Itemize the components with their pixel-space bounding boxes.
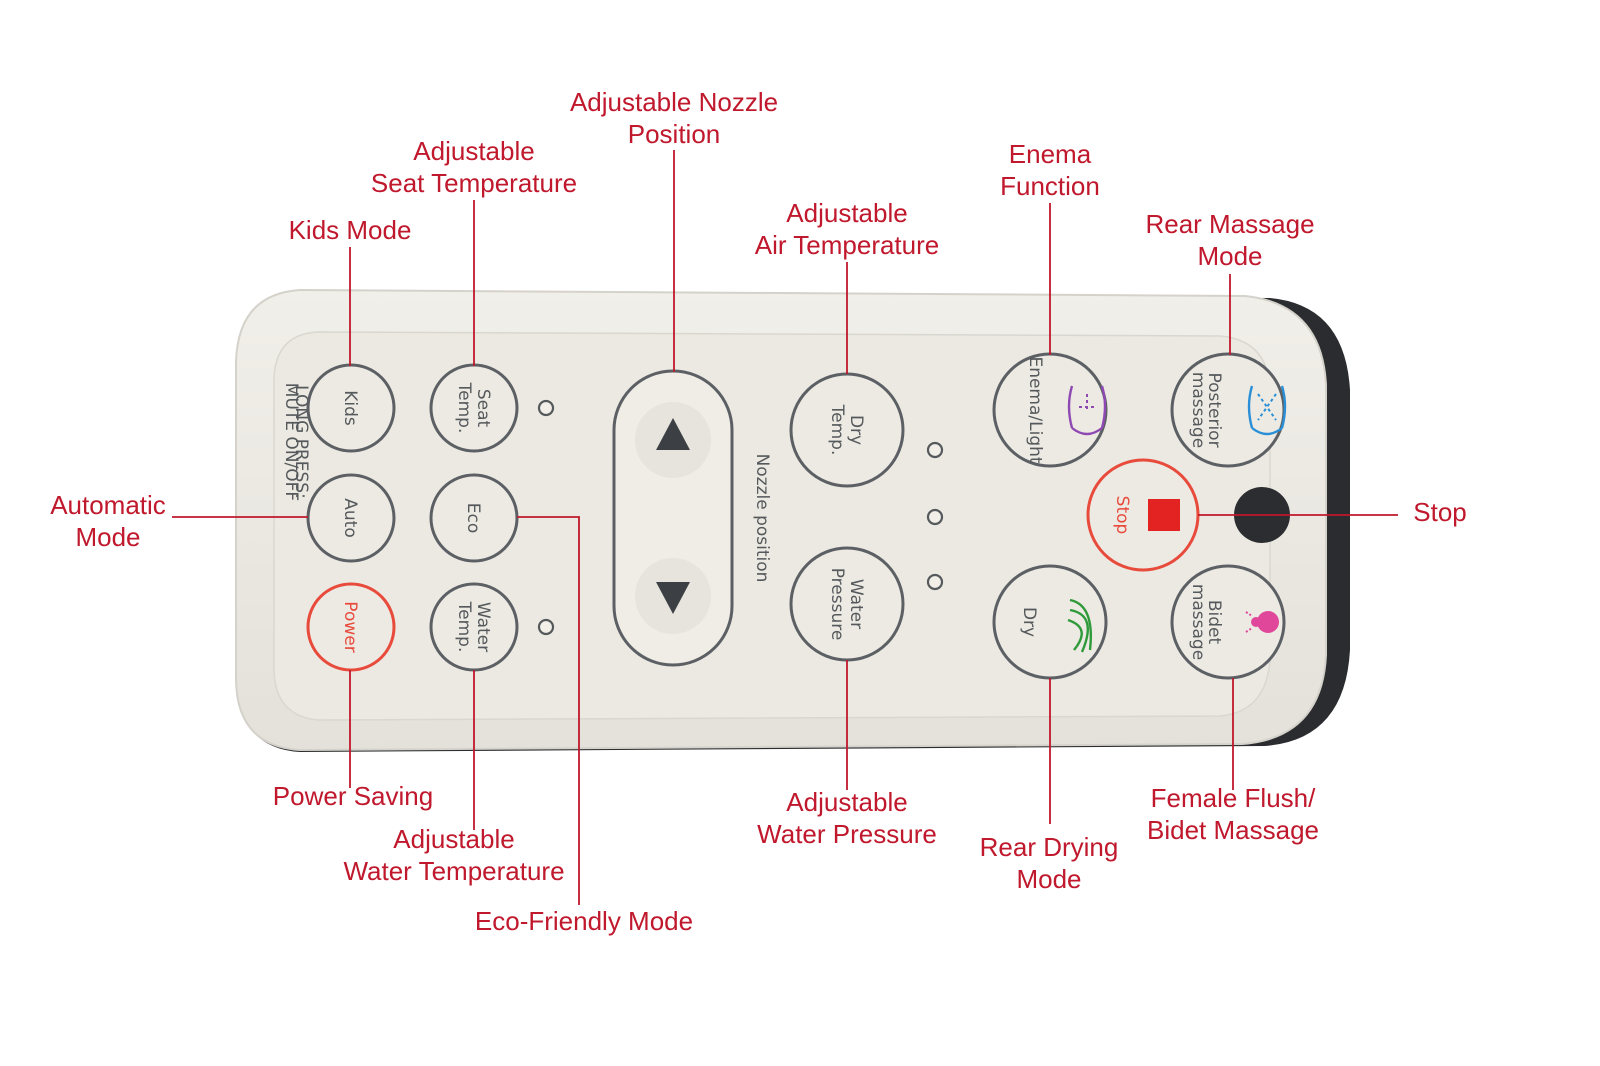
callout-enema-line-2: Function xyxy=(1000,171,1100,201)
callout-air-line-1: Adjustable xyxy=(786,198,908,228)
long-press-line-1: LONG PRESS: xyxy=(291,385,311,499)
nozzle-position-control: Nozzle position xyxy=(612,369,772,667)
seat-temp-label-line-2: Temp. xyxy=(454,382,474,434)
water-temp-button[interactable]: Water Temp. xyxy=(429,582,519,672)
callout-enema-function: Enema Function xyxy=(980,138,1120,202)
callout-seat-temperature: Adjustable Seat Temperature xyxy=(354,135,594,199)
auto-button-label: Auto xyxy=(340,498,360,537)
posterior-icon xyxy=(1247,385,1287,436)
callout-rear-drying-line-2: Mode xyxy=(1016,864,1082,894)
eco-button-label: Eco xyxy=(463,503,483,534)
triangle-up-icon xyxy=(656,418,690,450)
leader-lines xyxy=(172,150,1398,905)
water-pressure-label-line-2: Pressure xyxy=(827,568,847,641)
callout-eco-friendly-mode: Eco-Friendly Mode xyxy=(454,905,714,937)
bidet-icon xyxy=(1245,611,1279,633)
posterior-massage-button[interactable]: Posterior massage xyxy=(1170,352,1287,468)
water-temp-label-line-2: Temp. xyxy=(454,601,474,653)
callout-rear-massage-line-2: Mode xyxy=(1197,241,1263,271)
callout-water-temp-line-2: Water Temperature xyxy=(343,856,565,886)
bidet-label-line-2: massage xyxy=(1188,584,1208,660)
callout-water-pressure-line-1: Adjustable xyxy=(786,787,908,817)
drying-icon xyxy=(1067,598,1092,653)
callout-rear-massage-mode: Rear Massage Mode xyxy=(1130,208,1330,272)
callout-female-flush: Female Flush/ Bidet Massage xyxy=(1130,782,1336,846)
callout-female-flush-line-2: Bidet Massage xyxy=(1147,815,1319,845)
stop-square-icon xyxy=(1148,499,1180,531)
callout-rear-drying-line-1: Rear Drying xyxy=(979,832,1119,862)
callout-water-temperature: Adjustable Water Temperature xyxy=(322,823,586,887)
water-pressure-indicator xyxy=(926,573,944,591)
seat-temp-button[interactable]: Seat Temp. xyxy=(429,363,519,453)
nozzle-down-button[interactable] xyxy=(635,558,711,634)
dry-temp-button[interactable]: Dry Temp. xyxy=(789,372,905,488)
kids-button[interactable]: Kids xyxy=(306,363,396,453)
callout-nozzle-line-2: Position xyxy=(627,119,721,149)
seat-temp-label-line-1: Seat xyxy=(473,389,493,428)
stop-button[interactable]: Stop xyxy=(1086,458,1200,572)
callout-air-line-2: Air Temperature xyxy=(754,230,940,260)
dry-temp-label-line-2: Temp. xyxy=(827,404,847,456)
callout-power-line-1: Power Saving xyxy=(272,781,434,811)
auto-button[interactable]: Auto xyxy=(306,473,396,563)
dry-temp-indicator xyxy=(926,441,944,459)
enema-button-label: Enema/Light xyxy=(1025,356,1045,463)
callout-automatic-line-1: Automatic xyxy=(50,490,166,520)
callout-rear-drying-mode: Rear Drying Mode xyxy=(964,831,1134,895)
callout-kids-mode: Kids Mode xyxy=(270,214,430,246)
callout-water-temp-line-1: Adjustable xyxy=(393,824,515,854)
callout-enema-line-1: Enema xyxy=(1008,139,1092,169)
callout-stop: Stop xyxy=(1400,496,1480,528)
nozzle-up-button[interactable] xyxy=(635,402,711,478)
eco-indicator xyxy=(926,508,944,526)
bidet-massage-button[interactable]: Bidet massage xyxy=(1170,564,1286,680)
callout-automatic-mode: Automatic Mode xyxy=(40,489,176,553)
posterior-label-line-1: Posterior xyxy=(1204,372,1224,447)
callout-eco-line-1: Eco-Friendly Mode xyxy=(474,906,694,936)
long-press-note: LONG PRESS: MUTE ON/OFF xyxy=(281,383,311,501)
water-temp-indicator xyxy=(537,618,555,636)
callout-nozzle-line-1: Adjustable Nozzle xyxy=(569,87,779,117)
callout-nozzle-position: Adjustable Nozzle Position xyxy=(554,86,794,150)
callout-power-saving: Power Saving xyxy=(258,780,448,812)
dry-button[interactable]: Dry xyxy=(992,564,1108,680)
water-pressure-label-line-1: Water xyxy=(846,579,866,629)
enema-icon xyxy=(1067,385,1107,436)
callout-seat-line-2: Seat Temperature xyxy=(370,168,578,198)
kids-button-label: Kids xyxy=(340,390,360,426)
callout-rear-massage-line-1: Rear Massage xyxy=(1145,209,1315,239)
bidet-label-line-1: Bidet xyxy=(1204,600,1224,645)
dry-button-label: Dry xyxy=(1019,607,1039,637)
callout-air-temperature: Adjustable Air Temperature xyxy=(735,197,959,261)
callout-stop-line-1: Stop xyxy=(1413,497,1467,527)
nozzle-position-label: Nozzle position xyxy=(752,454,772,583)
power-button-label: Power xyxy=(340,601,360,652)
seat-temp-indicator xyxy=(537,399,555,417)
stop-button-label: Stop xyxy=(1112,496,1132,535)
callout-water-pressure: Adjustable Water Pressure xyxy=(736,786,958,850)
callout-seat-line-1: Adjustable xyxy=(413,136,535,166)
callout-kids-line-1: Kids Mode xyxy=(288,215,412,245)
power-button[interactable]: Power xyxy=(306,582,396,672)
water-temp-label-line-1: Water xyxy=(473,602,493,652)
enema-button[interactable]: Enema/Light xyxy=(992,352,1108,468)
eco-button[interactable]: Eco xyxy=(429,473,519,563)
triangle-down-icon xyxy=(656,582,690,614)
long-press-line-2: MUTE ON/OFF xyxy=(281,383,301,501)
leader-eco xyxy=(517,516,580,905)
water-pressure-button[interactable]: Water Pressure xyxy=(789,546,905,662)
posterior-label-line-2: massage xyxy=(1188,372,1208,448)
callout-female-flush-line-1: Female Flush/ xyxy=(1150,783,1316,813)
dry-temp-label-line-1: Dry xyxy=(846,415,866,445)
callout-water-pressure-line-2: Water Pressure xyxy=(757,819,937,849)
callout-automatic-line-2: Mode xyxy=(75,522,141,552)
